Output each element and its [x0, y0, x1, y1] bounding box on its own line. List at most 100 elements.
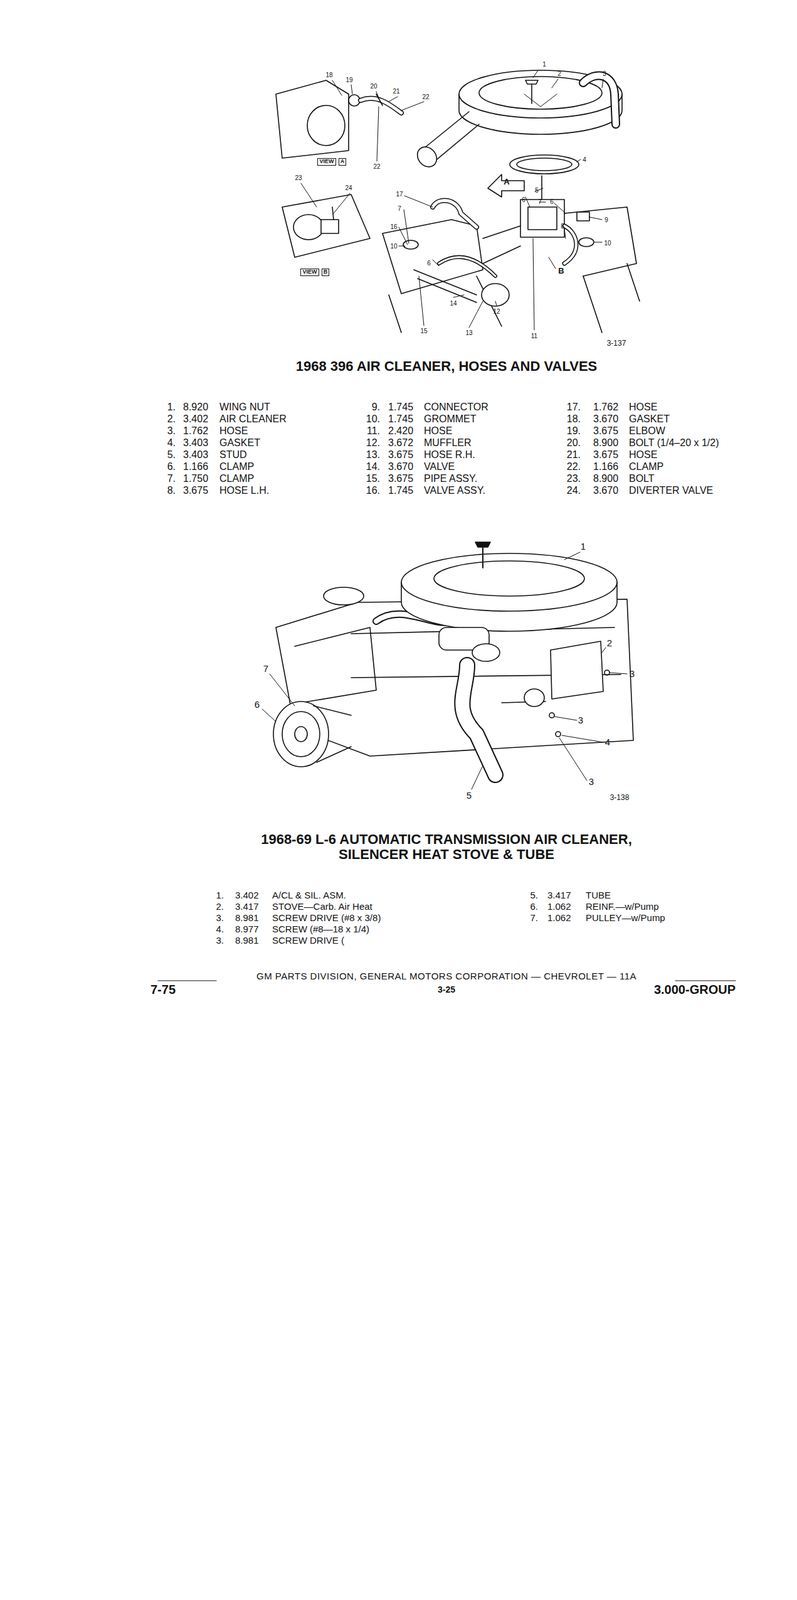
air-cleaner-drawing: [525, 80, 539, 85]
item-number: 17.: [566, 401, 581, 413]
part-number: 1.745: [388, 401, 414, 413]
figure-number: 3-138: [610, 793, 630, 802]
view-tag: VIEW: [300, 268, 319, 276]
item-number: 11.: [366, 425, 381, 437]
part-number: 3.670: [388, 460, 414, 473]
air-cleaner-drawing: [401, 553, 618, 611]
item-number: 20.: [566, 437, 581, 449]
direction-arrow: [487, 174, 542, 200]
callout-number: 23: [294, 174, 302, 182]
item-number: 6.: [529, 901, 539, 912]
callout-number: 4: [605, 736, 611, 748]
part-number: 8.900: [593, 437, 619, 449]
part-number: 3.675: [388, 448, 414, 461]
callout-number: 20: [369, 82, 377, 90]
callout-number: 6: [549, 198, 554, 206]
callout-number: 17: [395, 190, 403, 198]
item-number: 3.: [167, 425, 176, 437]
engine-drawing: [438, 257, 496, 276]
part-number: 3.403: [183, 437, 209, 449]
engine-drawing: [564, 225, 577, 264]
air-cleaner-drawing: [531, 82, 533, 104]
callout-number: 9: [604, 216, 609, 224]
view-a-drawing: [376, 94, 383, 106]
part-number: 3.417: [547, 889, 572, 901]
engine-drawing: [388, 275, 502, 333]
engine-drawing: [432, 200, 477, 227]
callout-number: 10: [390, 242, 397, 250]
part-number: 1.166: [183, 460, 209, 473]
callout-number: 7: [263, 663, 269, 675]
callout-number: 1: [580, 541, 586, 552]
part-name: SCREW DRIVE (#8 x 3/8): [272, 912, 381, 924]
callout-number: 3: [602, 70, 607, 78]
tube-drawing: [462, 664, 496, 775]
part-name: PIPE ASSY.: [423, 472, 478, 485]
part-name: GROMMET: [423, 413, 477, 425]
callout-number: 10: [603, 239, 611, 247]
part-name: CLAMP: [219, 460, 254, 473]
part-name: TUBE: [585, 889, 611, 901]
callout-number: 6: [427, 259, 431, 267]
part-name: A/CL & SIL. ASM.: [272, 889, 347, 901]
part-number: 1.762: [183, 425, 209, 437]
pulley-drawing: [294, 726, 308, 742]
part-name: SCREW DRIVE (: [272, 934, 345, 946]
part-name: HOSE: [628, 448, 658, 461]
pulley-drawing: [273, 701, 352, 767]
callout-number: 3: [588, 776, 594, 787]
item-number: 24.: [566, 484, 581, 497]
callout-number: 5: [466, 790, 472, 801]
callout-number: 1: [542, 60, 547, 68]
part-name: REINF.—w/Pump: [585, 901, 660, 912]
page-number: 7-75: [150, 981, 176, 996]
air-cleaner-drawing: [482, 544, 484, 568]
view-tag: B: [321, 268, 330, 276]
item-number: 19.: [566, 425, 581, 437]
hose-drawing: [583, 75, 616, 125]
part-name: STUD: [219, 448, 248, 461]
footer-text: GM PARTS DIVISION, GENERAL MOTORS CORPOR…: [256, 970, 637, 982]
hose-drawing: [583, 75, 616, 125]
leader-line: [300, 70, 604, 330]
air-cleaner-drawing: [433, 124, 480, 162]
engine-drawing: [583, 263, 640, 333]
engine-drawing: [564, 206, 637, 276]
part-number: 1.762: [593, 401, 619, 413]
engine-drawing: [564, 225, 577, 264]
air-cleaner-drawing: [401, 541, 618, 661]
view-tag: VIEW: [317, 158, 336, 166]
part-number: 2.420: [388, 425, 414, 437]
engine-drawing: [294, 627, 377, 703]
hose-drawing: [583, 75, 616, 125]
part-number: 3.675: [593, 448, 619, 461]
callout-number: 14: [449, 299, 457, 307]
callout-number: 3: [629, 668, 635, 680]
air-cleaner-drawing: [472, 643, 500, 661]
item-number: 15.: [366, 472, 381, 485]
part-number: 3.670: [593, 484, 619, 497]
part-number: 1.062: [547, 901, 572, 912]
gasket-drawing: [516, 158, 572, 171]
engine-drawing: [323, 586, 364, 605]
callout-number: 21: [392, 87, 400, 95]
part-number: 1.745: [388, 413, 414, 425]
page-number: 3-25: [437, 984, 456, 994]
engine-drawing: [438, 257, 496, 276]
part-name: GASKET: [628, 413, 670, 425]
callout-number: 6: [521, 196, 526, 204]
leader-line: [418, 238, 556, 330]
part-name: VALVE ASSY.: [423, 484, 486, 497]
callout-number: 5: [534, 186, 539, 194]
item-number: 1.: [215, 889, 224, 901]
part-number: 1.166: [593, 460, 619, 473]
part-number: 1.062: [547, 912, 572, 924]
callout-number: 2: [557, 70, 562, 78]
part-name: HOSE: [423, 425, 453, 437]
item-number: 7.: [167, 472, 176, 485]
leader-line: [262, 551, 628, 789]
view-a-drawing: [307, 105, 345, 146]
tube-drawing: [462, 664, 496, 775]
part-name: CLAMP: [628, 460, 664, 473]
part-number: 3.672: [388, 437, 414, 449]
